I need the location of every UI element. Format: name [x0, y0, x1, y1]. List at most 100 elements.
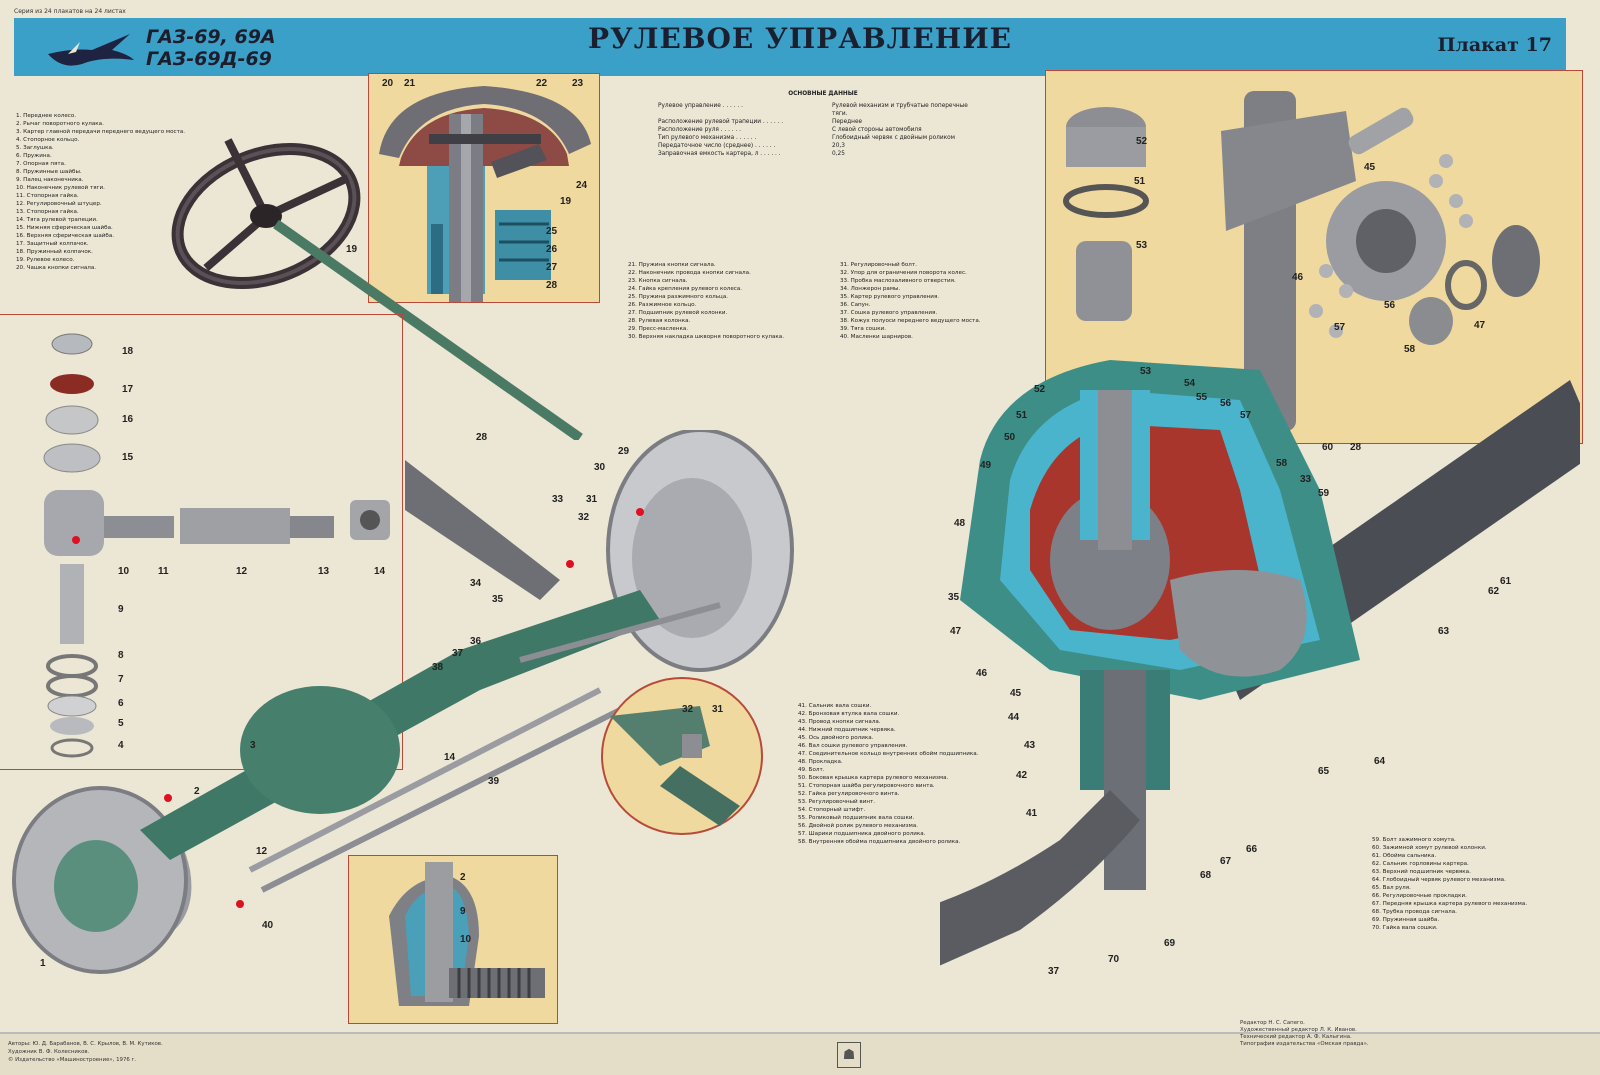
- legend-item: 49. Болт.: [798, 767, 825, 773]
- legend-item: 65. Вал руля.: [1372, 885, 1411, 891]
- legend-item: 8. Пружинные шайбы.: [16, 169, 82, 175]
- specs-row: Передаточное число (среднее) . . . . . .…: [658, 142, 988, 150]
- specs-key: Передаточное число (среднее) . . . . . .: [658, 143, 776, 149]
- model-name-2: ГАЗ-69Д-69: [146, 48, 272, 70]
- publisher-printer: Типография издательства «Омская правда».: [1240, 1041, 1369, 1047]
- legend-item: 29. Пресс-масленка.: [628, 326, 689, 332]
- legend-item: 61. Обойма сальника.: [1372, 853, 1437, 859]
- legend-item: 63. Верхний подшипник червяка.: [1372, 869, 1471, 875]
- legend-item: 3. Картер главной передачи переднего вед…: [16, 129, 186, 135]
- legend-item: 18. Пружинный колпачок.: [16, 249, 93, 255]
- callout-number: 17: [122, 384, 134, 395]
- callout-number: 48: [954, 518, 966, 529]
- callout-number: 28: [546, 280, 558, 291]
- publisher-info: Редактор Н. С. Сапего. Художественный ре…: [1240, 1020, 1540, 1048]
- gaz-deer-logo-icon: [48, 34, 134, 66]
- legend-item: 38. Кожух полуоси переднего ведущего мос…: [840, 318, 981, 324]
- callout-number: 21: [404, 78, 416, 89]
- specs-key: Рулевое управление . . . . . .: [658, 103, 743, 109]
- legend-item: 17. Защитный колпачок.: [16, 241, 89, 247]
- model-name-1: ГАЗ-69, 69А: [146, 26, 276, 48]
- legend-item: 67. Передняя крышка картера рулевого мех…: [1372, 901, 1528, 907]
- callout-number: 9: [460, 906, 466, 917]
- callout-number: 47: [1474, 320, 1486, 331]
- callout-number: 20: [382, 78, 394, 89]
- callout-number: 53: [1136, 240, 1148, 251]
- callout-number: 35: [948, 592, 960, 603]
- legend-mid-b: 31. Регулировочный болт. 32. Упор для огр…: [840, 261, 981, 341]
- legend-item: 39. Тяга сошки.: [840, 326, 887, 332]
- callout-number: 27: [546, 262, 558, 273]
- callout-number: 19: [346, 244, 358, 255]
- callout-number: 11: [158, 566, 169, 577]
- legend-item: 51. Стопорная шайба регулировочного винт…: [798, 783, 935, 789]
- legend-item: 21. Пружина кнопки сигнала.: [628, 262, 716, 268]
- callout-number: 68: [1200, 870, 1212, 881]
- legend-item: 12. Регулировочный штуцер.: [16, 201, 102, 207]
- callout-number: 10: [118, 566, 130, 577]
- callout-number: 15: [122, 452, 134, 463]
- callout-number: 39: [488, 776, 500, 787]
- legend-item: 33. Пробка маслозаливного отверстия.: [840, 278, 956, 284]
- publisher-art-editor: Художественный редактор Л. К. Иванов.: [1240, 1027, 1357, 1033]
- callout-number: 67: [1220, 856, 1232, 867]
- callout-number: 5: [118, 718, 124, 729]
- legend-item: 35. Картер рулевого управления.: [840, 294, 940, 300]
- legend-item: 11. Стопорная гайка.: [16, 193, 79, 199]
- specs-key: Заправочная емкость картера, л . . . . .…: [658, 151, 781, 157]
- plakat-number: Плакат 17: [1437, 34, 1552, 56]
- callout-number: 35: [492, 594, 504, 605]
- callout-number: 2: [194, 786, 200, 797]
- callout-number: 25: [546, 226, 558, 237]
- specs-key: Тип рулевого механизма . . . . . .: [658, 135, 757, 141]
- legend-item: 54. Стопорный штифт.: [798, 807, 866, 813]
- footer-strip: [0, 1032, 1600, 1075]
- callout-number: 41: [1026, 808, 1038, 819]
- specs-value: Глобоидный червяк с двойным роликом: [832, 135, 956, 141]
- series-note: Серия из 24 плакатов на 24 листах: [14, 8, 126, 15]
- specs-row: Расположение руля . . . . . .С левой сто…: [658, 126, 988, 134]
- legend-lower-mid: 41. Сальник вала сошки.42. Бронзовая вту…: [798, 702, 979, 846]
- callout-number: 38: [432, 662, 444, 673]
- legend-item: 43. Провод кнопки сигнала.: [798, 719, 881, 725]
- legend-item: 32. Упор для ограничения поворота колес.: [840, 270, 967, 276]
- legend-item: 68. Трубка провода сигнала.: [1372, 909, 1457, 915]
- legend-mid-a: 21. Пружина кнопки сигнала. 22. Наконечни…: [628, 261, 784, 341]
- callout-number: 52: [1034, 384, 1046, 395]
- legend-item: 19. Рулевое колесо.: [16, 257, 75, 263]
- legend-item: 7. Опорная пята.: [16, 161, 66, 167]
- callout-number: 31: [712, 704, 724, 715]
- specs-row: Заправочная емкость картера, л . . . . .…: [658, 150, 988, 158]
- legend-item: 45. Ось двойного ролика.: [798, 735, 874, 741]
- legend-item: 36. Сапун.: [840, 302, 871, 308]
- legend-item: 25. Пружина разжимного кольца.: [628, 294, 729, 300]
- callout-number: 40: [262, 920, 274, 931]
- specs-heading: ОСНОВНЫЕ ДАННЫЕ: [788, 91, 858, 97]
- callout-number: 13: [318, 566, 330, 577]
- legend-item: 1. Переднее колесо.: [16, 113, 77, 119]
- specs-key: Расположение рулевой трапеции . . . . . …: [658, 119, 784, 125]
- callout-number: 28: [1350, 442, 1362, 453]
- callout-number: 65: [1318, 766, 1330, 777]
- parts-panel: [1045, 70, 1583, 444]
- callout-number: 7: [118, 674, 124, 685]
- legend-item: 48. Прокладка.: [798, 759, 843, 765]
- callout-number: 34: [470, 578, 482, 589]
- legend-item: 56. Двойной ролик рулевого механизма.: [798, 823, 919, 829]
- callout-number: 51: [1134, 176, 1146, 187]
- callout-number: 53: [1140, 366, 1152, 377]
- callout-number: 32: [682, 704, 694, 715]
- callout-number: 46: [976, 668, 988, 679]
- callout-number: 28: [476, 432, 488, 443]
- callout-number: 57: [1240, 410, 1252, 421]
- parts-drawing: [1063, 91, 1540, 431]
- specs-value: 20,3: [832, 143, 845, 149]
- legend-item: 34. Лонжерон рамы.: [840, 286, 901, 292]
- legend-item: 31. Регулировочный болт.: [840, 262, 917, 268]
- joint-section-drawing: [389, 862, 545, 1006]
- callout-number: 29: [618, 446, 630, 457]
- callout-number: 8: [118, 650, 124, 661]
- callout-number: 46: [1292, 272, 1304, 283]
- callout-number: 36: [470, 636, 482, 647]
- legend-item: 22. Наконечник провода кнопки сигнала.: [628, 270, 751, 276]
